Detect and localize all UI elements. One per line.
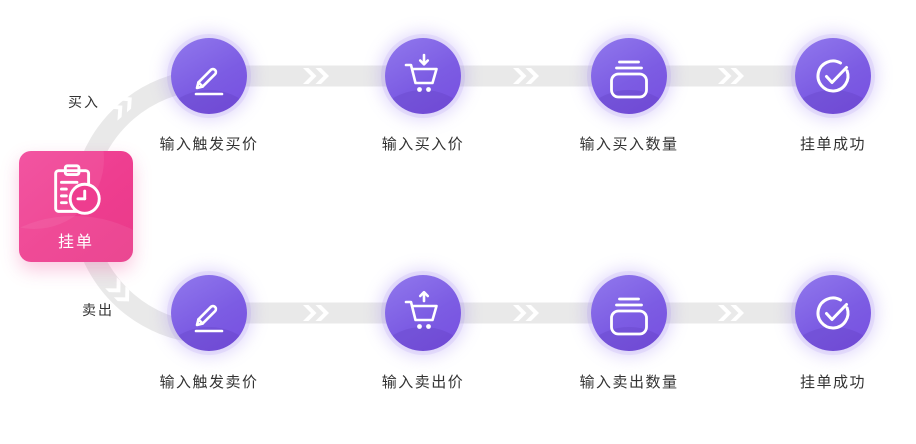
step-node-sell-quantity	[591, 275, 667, 351]
step-label: 输入卖出价	[381, 374, 465, 391]
step-label: 输入触发卖价	[159, 374, 259, 391]
step-node-buy-success	[795, 38, 871, 114]
step-node-sell-trigger-price	[171, 275, 247, 351]
container-stack-icon	[610, 60, 648, 99]
container-stack-icon	[610, 297, 648, 336]
pencil-icon	[194, 304, 224, 333]
source-card-pending-order: 挂单	[19, 151, 133, 262]
branch-label-buy: 买入	[68, 94, 100, 110]
step-label: 输入卖出数量	[579, 374, 679, 391]
step-node-buy-trigger-price	[171, 38, 247, 114]
step-label: 输入买入数量	[579, 136, 679, 153]
check-circle-icon	[816, 296, 850, 330]
step-label: 输入买入价	[381, 136, 465, 153]
check-circle-icon	[816, 59, 850, 93]
cart-arrow-down-icon	[404, 53, 438, 92]
step-label: 挂单成功	[799, 374, 867, 391]
source-label: 挂单	[57, 234, 94, 251]
cart-arrow-up-icon	[404, 290, 438, 329]
step-label: 输入触发买价	[159, 136, 259, 153]
step-node-sell-success	[795, 275, 871, 351]
step-node-sell-price	[385, 275, 461, 351]
step-node-buy-quantity	[591, 38, 667, 114]
pencil-icon	[194, 67, 224, 96]
clipboard-clock-icon	[54, 164, 101, 215]
branch-label-sell: 卖出	[82, 302, 114, 318]
step-node-buy-price	[385, 38, 461, 114]
step-label: 挂单成功	[799, 136, 867, 153]
